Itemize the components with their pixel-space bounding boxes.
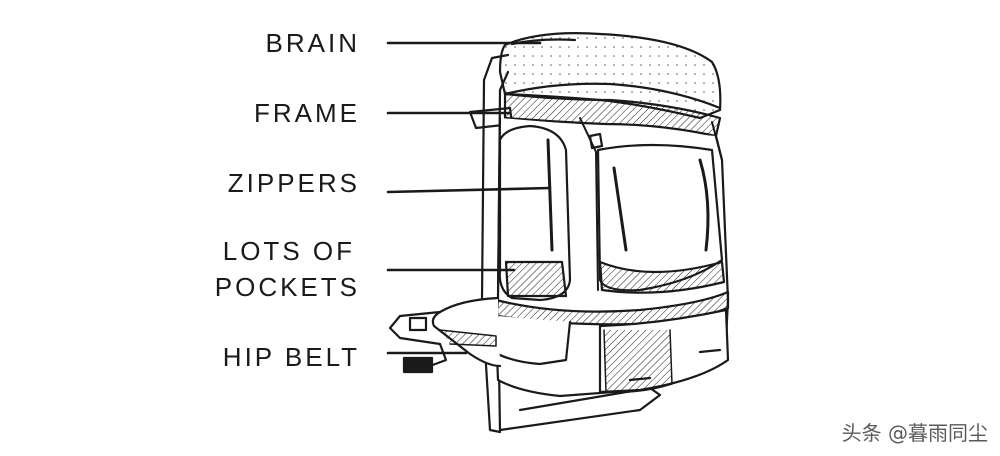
label-brain: BRAIN bbox=[265, 28, 360, 58]
label-hip-belt: HIP BELT bbox=[222, 342, 360, 372]
hip-belt bbox=[388, 296, 502, 374]
left-side-pocket bbox=[498, 124, 572, 302]
leader-lines bbox=[386, 41, 552, 355]
label-pockets-line1: LOTS OF bbox=[222, 236, 355, 266]
watermark: 头条 @暮雨同尘 bbox=[841, 421, 988, 445]
front-pocket bbox=[596, 143, 726, 294]
label-zippers: ZIPPERS bbox=[227, 168, 360, 198]
bottom-compartment bbox=[488, 308, 730, 394]
label-frame: FRAME bbox=[254, 98, 360, 128]
label-pockets-line2: POCKETS bbox=[214, 272, 360, 302]
